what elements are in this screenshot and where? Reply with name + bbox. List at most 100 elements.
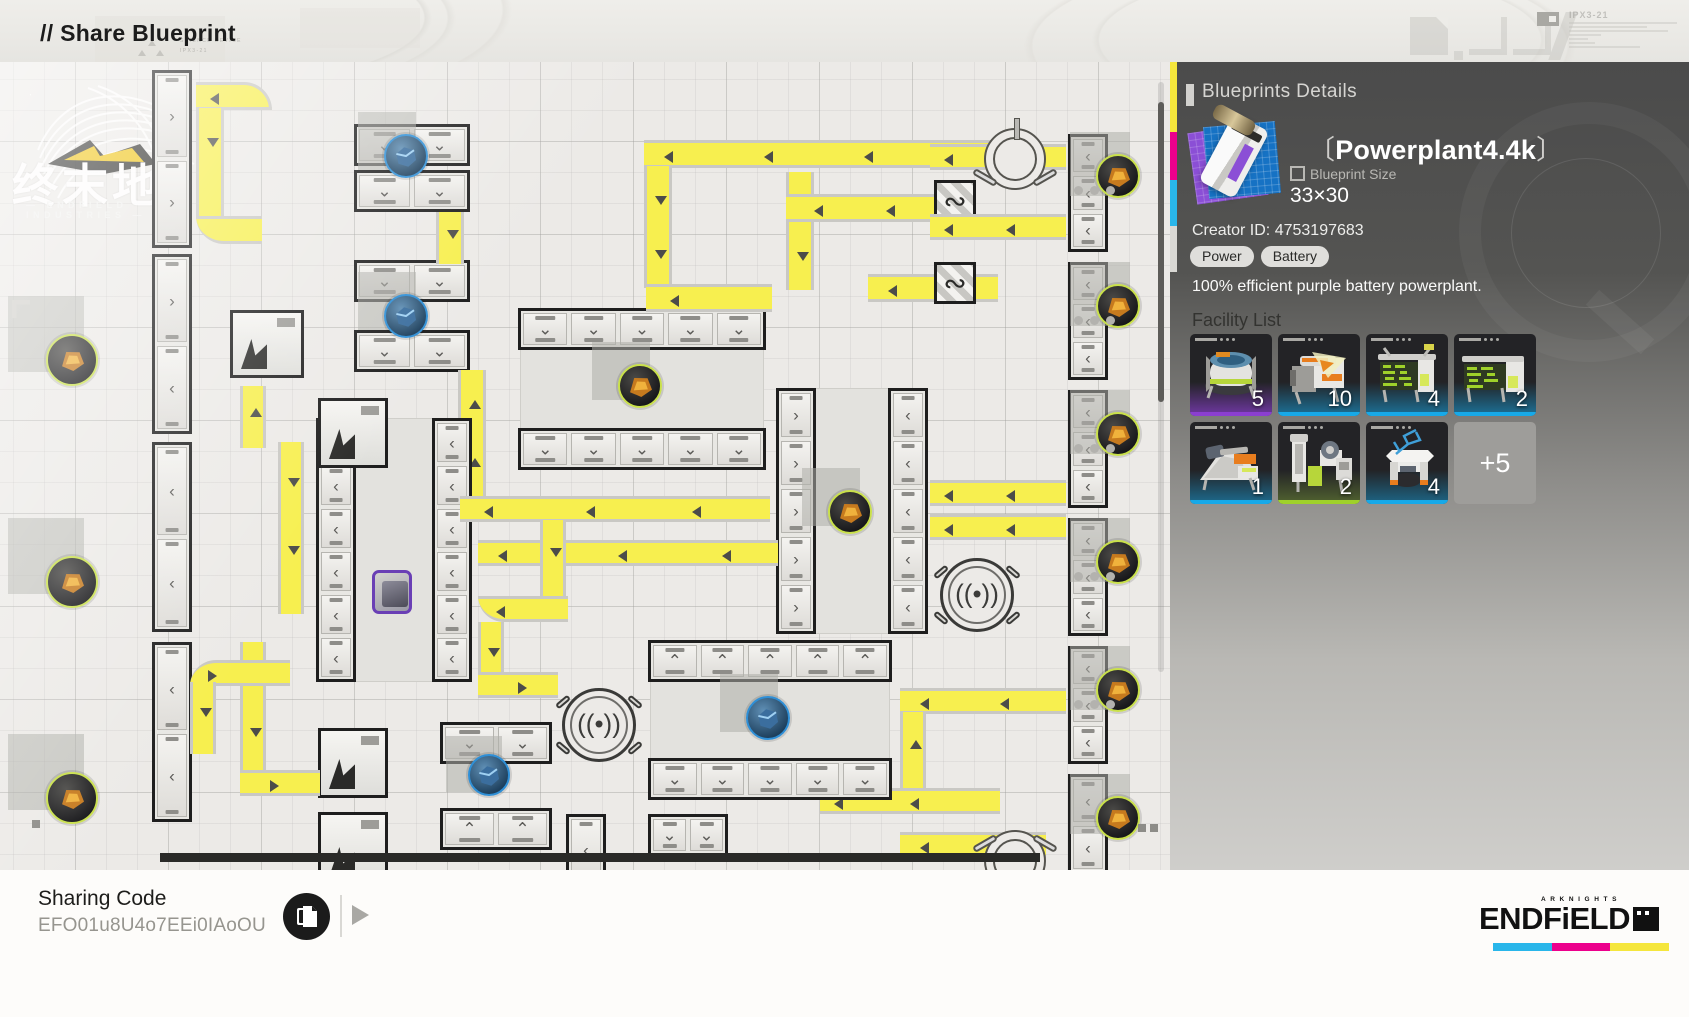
conveyor-belt[interactable]	[240, 386, 266, 448]
machine-unit[interactable]: ‹	[157, 447, 187, 535]
machine-unit[interactable]: ‹	[321, 466, 351, 505]
machine-unit[interactable]: ‹	[893, 585, 923, 629]
machine-unit[interactable]: ‹	[893, 393, 923, 437]
facility-tile-purple-battery-reactor[interactable]: 5	[1190, 334, 1272, 416]
facility-tile-tesla-generator[interactable]: 4	[1366, 422, 1448, 504]
machine-unit[interactable]: ›	[157, 161, 187, 243]
sorter-module[interactable]: ∾	[934, 262, 976, 304]
machine-unit[interactable]: ⌄	[843, 763, 887, 795]
resource-node-ore[interactable]	[828, 490, 872, 534]
facility-tile-circuit-assembler[interactable]: 4	[1366, 334, 1448, 416]
machine-unit[interactable]: ⌄	[414, 175, 465, 207]
machine-unit[interactable]: ›	[781, 537, 811, 581]
machine-bank[interactable]: › ‹	[152, 254, 192, 434]
conveyor-belt[interactable]	[540, 520, 566, 598]
machine-unit[interactable]: ‹	[1073, 469, 1103, 503]
conveyor-belt[interactable]	[900, 712, 926, 788]
machine-unit[interactable]: ›	[781, 393, 811, 437]
facility-tile-conveyor-loader[interactable]: 10	[1278, 334, 1360, 416]
machine-bank[interactable]: ‹ ‹	[152, 642, 192, 822]
machine-bank[interactable]: ⌄ ⌄ ⌄ ⌄ ⌄	[518, 428, 766, 470]
tag-power[interactable]: Power	[1190, 246, 1254, 267]
copy-code-button[interactable]	[283, 893, 330, 940]
machine-unit[interactable]: ⌄	[571, 313, 616, 345]
machine-unit[interactable]: ⌄	[619, 433, 665, 465]
machine-unit[interactable]: ‹	[893, 441, 923, 485]
machine-unit[interactable]: ⌄	[414, 265, 465, 297]
machine-unit[interactable]: ‹	[893, 489, 923, 533]
machine-unit[interactable]: ⌃	[498, 813, 547, 845]
machine-unit[interactable]: ⌄	[414, 335, 465, 367]
machine-unit[interactable]: ⌄	[653, 763, 697, 795]
share-play-button[interactable]	[352, 905, 369, 925]
conveyor-belt[interactable]	[460, 496, 770, 522]
machine-unit[interactable]: ‹	[321, 552, 351, 591]
machine-unit[interactable]: ⌄	[619, 313, 665, 345]
conveyor-belt[interactable]	[644, 166, 672, 288]
smelter-unit[interactable]	[318, 728, 388, 798]
canvas-horizontal-bar[interactable]	[160, 853, 1040, 862]
resource-node-crystal[interactable]	[746, 696, 790, 740]
antenna-module[interactable]: ((•))	[932, 558, 1022, 632]
conveyor-belt[interactable]	[190, 682, 216, 754]
machine-unit[interactable]: ‹	[321, 638, 351, 677]
machine-unit[interactable]: ‹	[1073, 725, 1103, 759]
conveyor-belt[interactable]	[478, 596, 568, 622]
machine-unit[interactable]: ‹	[437, 423, 467, 462]
machine-unit[interactable]: ‹	[437, 595, 467, 634]
machine-unit[interactable]: ‹	[157, 647, 187, 730]
machine-unit[interactable]: ›	[781, 585, 811, 629]
antenna-module[interactable]: ((•))	[554, 688, 644, 762]
machine-unit[interactable]: ⌃	[843, 645, 887, 677]
machine-bank[interactable]: ‹ ‹ ‹ ‹ ‹ ‹	[432, 418, 472, 682]
facility-tile-fluid-refinery[interactable]: 2	[1278, 422, 1360, 504]
facility-tile-more[interactable]: +5	[1454, 422, 1536, 504]
machine-unit[interactable]: ‹	[157, 734, 187, 817]
machine-unit[interactable]: ‹	[437, 552, 467, 591]
conveyor-belt[interactable]	[786, 172, 814, 290]
conveyor-belt[interactable]	[196, 108, 224, 218]
machine-unit[interactable]: ‹	[1073, 213, 1103, 247]
machine-unit[interactable]: ›	[157, 259, 187, 342]
resource-node-ore[interactable]	[618, 364, 662, 408]
conveyor-belt[interactable]	[436, 212, 464, 264]
machine-unit[interactable]: ⌃	[445, 813, 494, 845]
conveyor-belt[interactable]	[930, 214, 1066, 240]
machine-unit[interactable]: ⌄	[498, 727, 547, 759]
smelter-unit[interactable]	[318, 398, 388, 468]
machine-unit[interactable]: ‹	[571, 819, 601, 870]
machine-bank[interactable]: ⌃ ⌃	[440, 808, 552, 850]
machine-unit[interactable]: ⌄	[795, 763, 840, 795]
machine-unit[interactable]: ⌄	[748, 763, 792, 795]
machine-unit[interactable]: ⌄	[359, 175, 410, 207]
battery-module[interactable]	[372, 570, 412, 614]
conveyor-belt[interactable]	[930, 514, 1066, 540]
resource-node-ore[interactable]	[46, 772, 98, 824]
conveyor-belt[interactable]	[478, 540, 778, 566]
machine-unit[interactable]: ⌄	[690, 819, 723, 851]
blueprint-thumbnail[interactable]	[1187, 102, 1292, 210]
vault-module[interactable]	[971, 830, 1059, 870]
resource-node-ore[interactable]	[46, 556, 98, 608]
conveyor-belt[interactable]	[478, 672, 558, 698]
machine-unit[interactable]: ⌄	[653, 819, 686, 851]
conveyor-belt[interactable]	[646, 284, 772, 312]
conveyor-belt[interactable]	[278, 442, 304, 614]
resource-node-crystal[interactable]	[384, 134, 428, 178]
machine-unit[interactable]: ‹	[321, 509, 351, 548]
tag-battery[interactable]: Battery	[1260, 246, 1330, 267]
resource-node-ore[interactable]	[1096, 796, 1140, 840]
machine-unit[interactable]: ⌃	[748, 645, 792, 677]
machine-unit[interactable]: ⌄	[716, 313, 762, 345]
machine-unit[interactable]: ⌄	[571, 433, 616, 465]
machine-bank[interactable]: ⌄ ⌄ ⌄ ⌄ ⌄	[648, 758, 892, 800]
resource-node-crystal[interactable]	[384, 294, 428, 338]
machine-unit[interactable]: ›	[157, 75, 187, 157]
conveyor-belt[interactable]	[786, 194, 936, 222]
canvas-scrollbar[interactable]	[1158, 82, 1164, 672]
facility-tile-ore-crusher[interactable]: 1	[1190, 422, 1272, 504]
resource-node-ore[interactable]	[46, 334, 98, 386]
machine-unit[interactable]: ‹	[893, 537, 923, 581]
machine-unit[interactable]: ⌄	[668, 433, 713, 465]
conveyor-belt[interactable]	[900, 688, 1066, 714]
